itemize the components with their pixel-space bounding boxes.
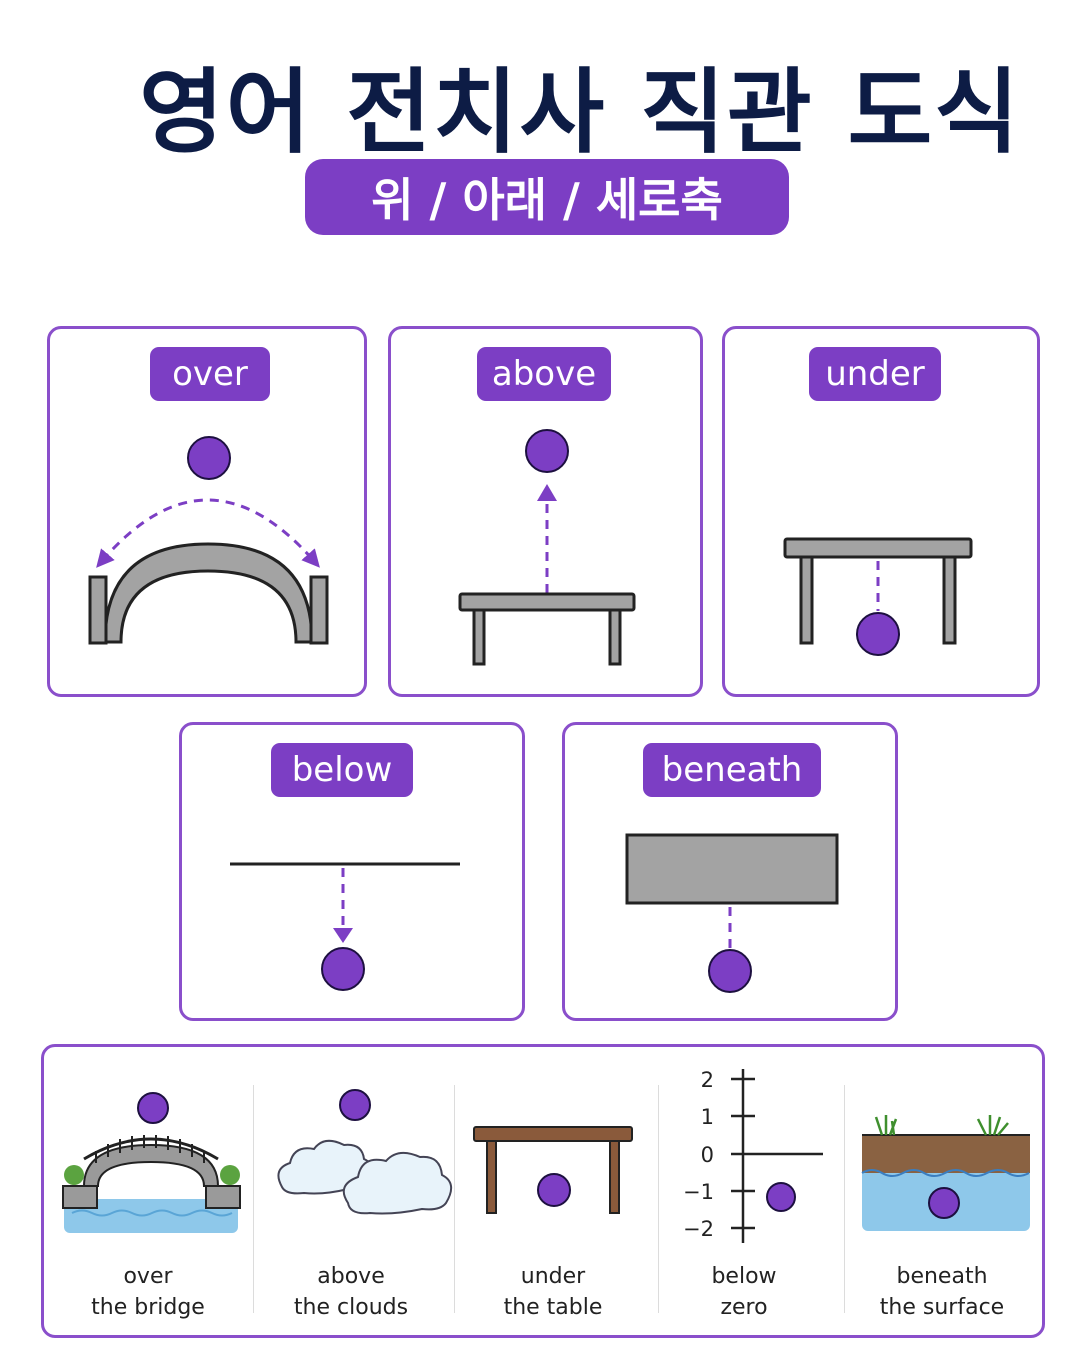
arrow-up-icon	[537, 484, 557, 501]
bridge-pillar-right	[309, 575, 329, 645]
examples-illustrations: 2 1 0 −1 −2	[62, 1068, 1030, 1243]
purple-ball	[339, 1089, 371, 1121]
purple-ball	[708, 949, 752, 993]
card-under: under	[722, 326, 1040, 697]
page-title: 영어 전치사 직관 도식	[139, 59, 1021, 166]
soil	[862, 1135, 1030, 1173]
card-label-below: below	[271, 743, 413, 797]
card-label-under: under	[809, 347, 941, 401]
table-top	[783, 537, 973, 559]
divider	[253, 1085, 254, 1313]
purple-ball	[856, 612, 900, 656]
water	[64, 1199, 238, 1233]
under-diagram	[783, 537, 973, 656]
table-leg-left	[799, 555, 814, 645]
surface-illustration	[861, 1115, 1030, 1231]
purple-ball	[766, 1182, 796, 1212]
bridge-pillar-left	[88, 575, 108, 645]
bridge-illustration	[62, 1092, 241, 1233]
cloud-right	[342, 1151, 453, 1215]
purple-ball	[928, 1187, 960, 1219]
table-leg-left	[472, 608, 486, 666]
below-diagram	[230, 862, 460, 991]
clouds-illustration	[277, 1089, 453, 1215]
arrow-down-icon	[333, 928, 353, 943]
arc-arrow	[96, 498, 320, 568]
card-beneath: beneath	[562, 722, 898, 1021]
beneath-diagram	[625, 833, 839, 993]
card-label-over: over	[150, 347, 270, 401]
card-below: below	[179, 722, 525, 1021]
cloud-left	[277, 1139, 374, 1195]
divider	[844, 1085, 845, 1313]
divider	[658, 1085, 659, 1313]
purple-ball	[537, 1173, 571, 1207]
table-top	[458, 592, 636, 612]
card-label-above: above	[477, 347, 611, 401]
table-leg-right	[608, 608, 622, 666]
purple-ball	[321, 947, 365, 991]
arch-bridge	[103, 542, 314, 644]
tick-label: −2	[683, 1217, 714, 1241]
table-top	[473, 1126, 633, 1142]
table-leg-left	[486, 1140, 497, 1214]
tick-label: 0	[701, 1143, 714, 1167]
purple-ball	[137, 1092, 169, 1124]
card-over: over	[47, 326, 367, 697]
number-line-illustration: 2 1 0 −1 −2	[683, 1068, 823, 1243]
divider	[454, 1085, 455, 1313]
above-diagram	[458, 429, 636, 666]
purple-ball	[525, 429, 569, 473]
tick-label: 1	[701, 1105, 714, 1129]
tick-label: 2	[701, 1068, 714, 1092]
card-label-beneath: beneath	[643, 743, 821, 797]
tick-label: −1	[683, 1180, 714, 1204]
over-diagram	[88, 436, 329, 645]
purple-ball	[187, 436, 231, 480]
table-leg-right	[609, 1140, 620, 1214]
gray-block	[625, 833, 839, 905]
table-illustration	[473, 1126, 633, 1214]
card-above: above	[388, 326, 703, 697]
table-leg-right	[942, 555, 957, 645]
subtitle-badge: 위 / 아래 / 세로축	[305, 159, 789, 235]
